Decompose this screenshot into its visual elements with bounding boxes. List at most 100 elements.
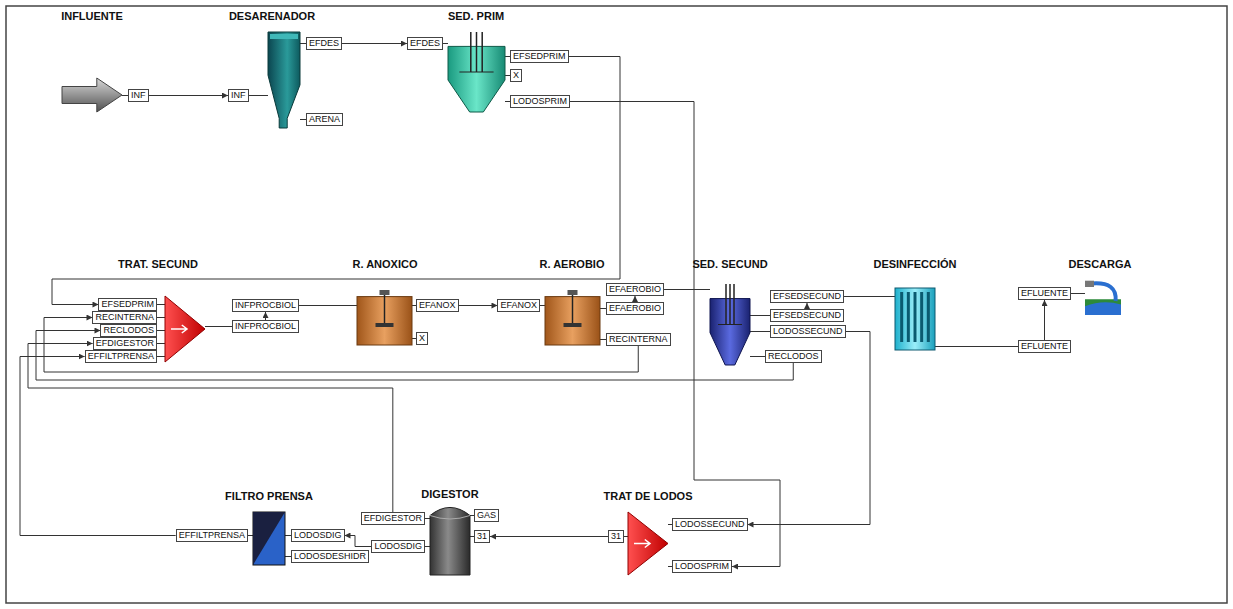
port-name: INFPROCBIOL	[235, 300, 296, 311]
port-stub	[540, 305, 545, 306]
port-name: EFFILTPRENSA	[88, 351, 154, 362]
port-stub	[443, 43, 448, 44]
icon-part	[900, 292, 903, 342]
icon-part	[1085, 302, 1121, 315]
unit-icon	[253, 512, 285, 565]
port-label: EFANOX	[416, 299, 459, 312]
flow-line	[28, 344, 393, 513]
port-label: EFAEROBIO	[606, 283, 664, 296]
unit-heading: INFLUENTE	[61, 10, 123, 23]
port-label: LODOSPRIM	[672, 560, 732, 573]
process-unit: DIGESTOR	[430, 505, 470, 575]
unit-icon	[710, 284, 750, 365]
process-unit: SED. SECUND	[710, 284, 750, 365]
port-label: EFANOX	[497, 299, 540, 312]
port-label: LODOSSECUND	[770, 325, 846, 338]
process-unit: DESINFECCIÓN	[895, 288, 935, 350]
port-label: ARENA	[306, 113, 343, 126]
port-stub	[249, 95, 269, 96]
icon-part	[171, 325, 187, 333]
icon-part	[165, 296, 205, 362]
port-name: X	[419, 333, 425, 344]
unit-icon	[448, 32, 505, 112]
process-unit: R. ANOXICO	[357, 290, 412, 345]
flow-line	[342, 43, 407, 44]
port-name: RECLODOS	[768, 351, 819, 362]
flow-line	[149, 95, 229, 96]
icon-part	[568, 290, 578, 295]
port-stub	[624, 536, 628, 537]
port-label: EFSEDSECUND	[770, 290, 844, 303]
port-name: 31	[611, 531, 621, 542]
port-name: EFAEROBIO	[609, 303, 661, 314]
flow-line	[265, 312, 266, 320]
port-label: EFFILTPRENSA	[85, 350, 157, 363]
icon-part	[907, 292, 910, 342]
icon-part	[895, 288, 935, 350]
icon-part	[718, 324, 742, 325]
unit-heading: DESCARGA	[1069, 258, 1132, 271]
port-label: EFDES	[407, 37, 443, 50]
port-label: RECLODOS	[100, 324, 157, 337]
port-name: X	[513, 70, 519, 81]
port-label: RECLODOS	[765, 350, 822, 363]
port-label: X	[416, 332, 428, 345]
flow-line	[345, 536, 372, 547]
icon-part	[572, 290, 574, 326]
unit-icon	[430, 505, 470, 575]
icon-part	[1085, 281, 1094, 287]
icon-part	[376, 323, 394, 327]
port-stub	[1071, 293, 1085, 294]
port-name: EFLUENTE	[1021, 341, 1068, 352]
diagram-frame	[6, 6, 1227, 603]
process-unit: TRAT DE LODOS	[628, 512, 668, 575]
port-label: INF	[128, 89, 149, 102]
icon-part	[380, 290, 390, 295]
icon-part	[1085, 299, 1121, 315]
port-name: GAS	[477, 510, 496, 521]
unit-heading: FILTRO PRENSA	[225, 490, 313, 503]
port-name: LODOSSECUND	[773, 326, 843, 337]
port-name: EFLUENTE	[1021, 288, 1068, 299]
port-label: GAS	[474, 509, 499, 522]
unit-icon	[1085, 280, 1121, 315]
port-label: LODOSDESHIDR	[291, 550, 369, 563]
port-label: EFDIGESTOR	[93, 337, 157, 350]
port-label: INFPROCBIOL	[232, 320, 299, 333]
port-name: LODOSDESHIDR	[294, 551, 366, 562]
icon-part	[62, 78, 122, 112]
port-label: 31	[474, 530, 490, 543]
icon-part	[430, 507, 470, 575]
unit-heading: R. AEROBIO	[540, 258, 605, 271]
flow-line	[490, 536, 608, 537]
port-stub	[750, 315, 770, 316]
port-name: EFAEROBIO	[609, 284, 661, 295]
port-stub	[844, 296, 895, 297]
icon-part	[459, 72, 493, 73]
port-label: LODOSDIG	[371, 540, 425, 553]
port-name: EFDES	[309, 38, 339, 49]
port-label: LODOSPRIM	[510, 95, 570, 108]
port-stub	[157, 343, 165, 344]
unit-heading: TRAT DE LODOS	[603, 490, 692, 503]
port-stub	[425, 546, 430, 547]
port-stub	[157, 304, 165, 305]
port-name: EFANOX	[419, 300, 456, 311]
process-unit: DESARENADOR	[268, 32, 300, 128]
port-name: EFDES	[410, 38, 440, 49]
port-name: EFSEDPRIM	[513, 51, 566, 62]
unit-icon	[545, 290, 600, 345]
icon-part	[253, 512, 285, 565]
icon-part	[430, 516, 470, 520]
port-label: LODOSDIG	[291, 529, 345, 542]
port-name: ARENA	[309, 114, 340, 125]
icon-part	[914, 292, 917, 342]
unit-heading: DIGESTOR	[421, 488, 478, 501]
port-label: EFLUENTE	[1018, 340, 1071, 353]
port-label: INFPROCBIOL	[232, 299, 299, 312]
unit-icon	[357, 290, 412, 345]
port-stub	[664, 289, 710, 290]
icon-part	[470, 32, 472, 72]
icon-part	[725, 284, 727, 325]
